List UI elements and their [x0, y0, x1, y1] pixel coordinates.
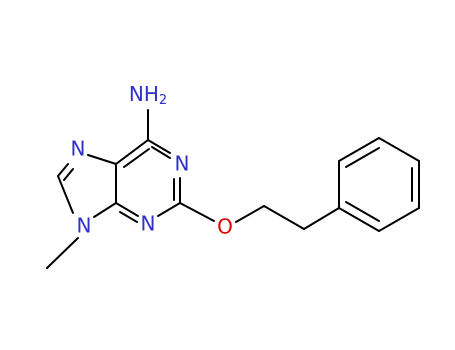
amine-subscript: 2 — [159, 93, 167, 108]
bond-c5-n7 — [87, 154, 117, 165]
n3-label: N — [141, 212, 156, 236]
n7-label: N — [71, 137, 86, 161]
n1-label: N — [175, 152, 190, 176]
bond-n9-c4 — [93, 202, 117, 218]
bond-ph-6 — [338, 207, 380, 232]
bond-n3-c4 — [115, 202, 139, 217]
bond-ph-inner-3 — [345, 201, 380, 222]
atom-labels: NH2 N N N N O — [71, 82, 233, 239]
bond-n9-methyl — [46, 237, 79, 269]
bond-c6-n1 — [147, 139, 171, 154]
bond-c5-c6-double — [123, 148, 150, 168]
bond-ph-3 — [378, 137, 420, 162]
bond-ch2-ch2 — [263, 205, 305, 230]
bond-c2-n3 — [157, 202, 181, 217]
bond-o-ch2 — [235, 205, 265, 223]
n9-label: N — [77, 214, 92, 238]
ether-oxygen-label: O — [217, 215, 233, 239]
bond-ch2-phenyl — [303, 207, 340, 230]
bond-c5-c6 — [115, 139, 149, 165]
bond-ph-2 — [338, 137, 380, 162]
amine-label: NH2 — [129, 82, 167, 108]
bond-c8-n9 — [57, 175, 74, 214]
bond-c2-o — [179, 202, 215, 222]
bond-n7-c8-double — [63, 168, 74, 181]
bond-n3-c4-double — [119, 211, 138, 223]
bond-c6-n1-double — [151, 146, 171, 159]
bonds — [46, 109, 420, 269]
bond-ph-5 — [378, 207, 420, 232]
amine-main-text: NH — [129, 82, 159, 106]
bond-ph-inner-1 — [345, 147, 380, 168]
bond-n7-c8 — [57, 163, 69, 177]
